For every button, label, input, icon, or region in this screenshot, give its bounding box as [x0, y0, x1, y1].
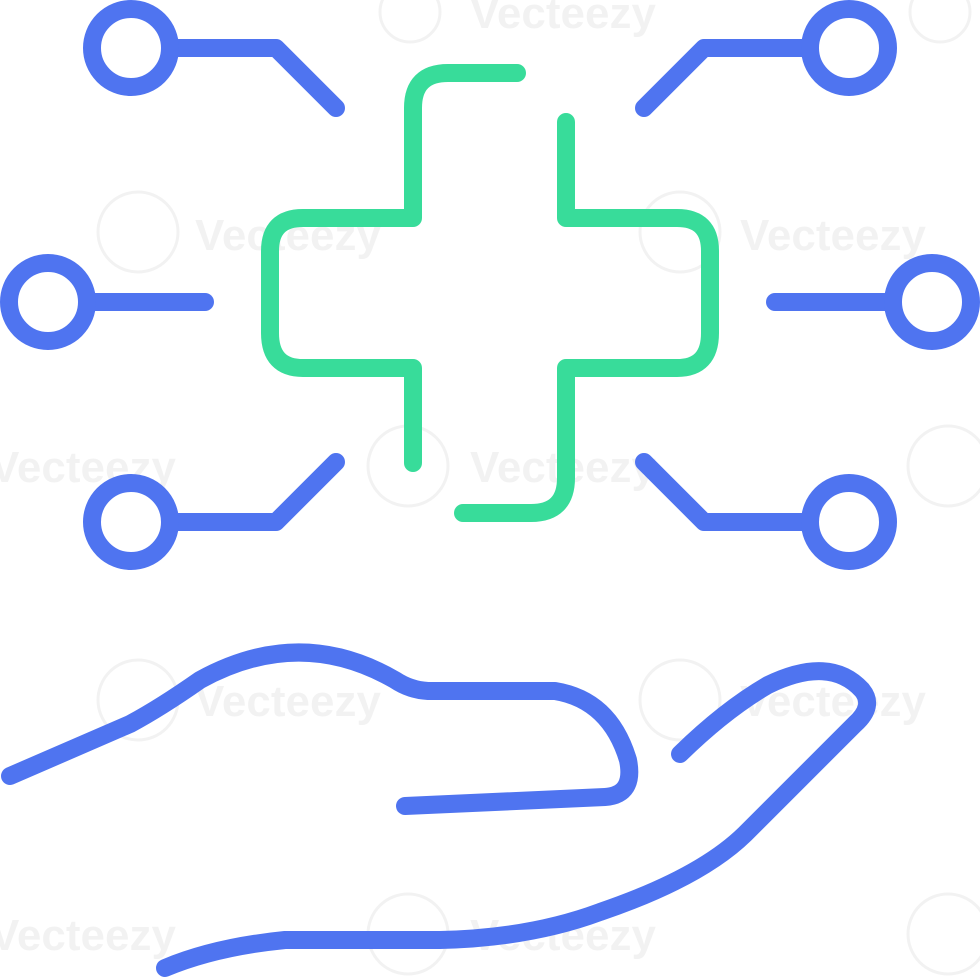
circuit-line-bottom-left — [162, 453, 345, 531]
medical-cross-outline — [454, 113, 719, 522]
circuit-node-middle-left — [0, 254, 96, 350]
circuit-network — [0, 0, 980, 570]
hand-thumb-outline — [156, 662, 877, 977]
circuit-line-bottom-right — [635, 453, 818, 531]
watermark-text: Vecteezy — [470, 0, 656, 38]
circuit-node-top-right — [801, 0, 897, 96]
circuit-node-top-left — [83, 0, 179, 96]
watermark-text: Vecteezy — [0, 911, 176, 960]
hand-palm-outline — [1, 643, 639, 815]
watermark-text: Vecteezy — [740, 211, 926, 260]
circuit-line-top-left — [162, 39, 345, 117]
circuit-line-top-right — [635, 39, 818, 117]
circuit-node-bottom-left — [83, 474, 179, 570]
medical-cross-outline — [261, 64, 526, 472]
watermark-text: Vecteezy — [195, 677, 381, 726]
circuit-node-bottom-right — [801, 474, 897, 570]
open-hand-icon — [1, 643, 877, 977]
circuit-node-middle-right — [884, 254, 980, 350]
medical-cross-icon — [261, 64, 719, 522]
